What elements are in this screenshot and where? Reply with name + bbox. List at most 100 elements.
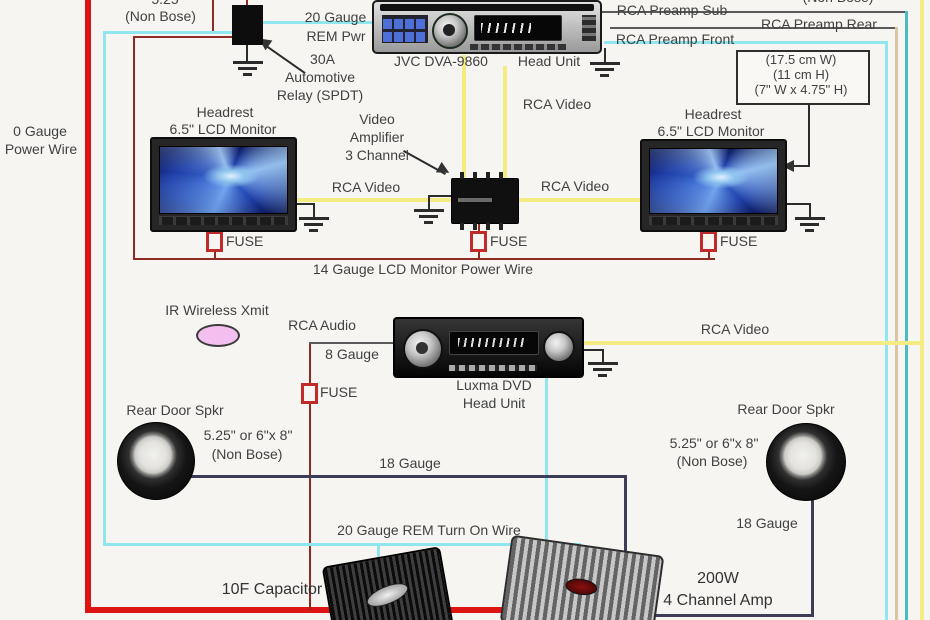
eight-gauge-wire-lower bbox=[309, 402, 311, 610]
videoamp-l3-label: 3 Channel bbox=[345, 147, 409, 163]
zero-gauge-l2-label: Power Wire bbox=[4, 141, 78, 157]
right-monitor-ground-icon bbox=[795, 217, 825, 220]
preamp-rear-wire-h bbox=[610, 27, 897, 29]
rem-gauge-label: 20 Gauge bbox=[304, 9, 367, 25]
luxma-l2-label: Head Unit bbox=[462, 395, 526, 411]
cut-top-right-label: (Non Bose) bbox=[768, 0, 908, 5]
relay-ground-bar3 bbox=[243, 73, 252, 76]
headunit-ground-bar3 bbox=[600, 74, 609, 77]
rem-wire-relay-left bbox=[103, 31, 233, 34]
jvc-head-unit bbox=[372, 0, 602, 54]
rca-audio-wire bbox=[309, 342, 395, 344]
monitor-left-l2-label: 6.5" LCD Monitor bbox=[169, 121, 277, 137]
automotive-relay bbox=[232, 5, 263, 45]
rca-video-luxma bbox=[578, 341, 923, 345]
monitor-controls-left bbox=[159, 216, 288, 225]
headunit-ground-stem bbox=[604, 48, 606, 62]
lcd-monitor-left bbox=[150, 137, 297, 232]
volume-knob bbox=[432, 13, 468, 49]
jvc-unit-label: Head Unit bbox=[517, 53, 581, 69]
lm-ground-bar3 bbox=[309, 229, 318, 232]
luxma-ground-stem bbox=[602, 349, 604, 362]
luxma-right-knob bbox=[543, 331, 575, 363]
amp-pins-bottom bbox=[460, 223, 506, 230]
preamp-sub-wire-h bbox=[600, 11, 907, 13]
rem-wire-left-vertical bbox=[103, 31, 106, 546]
fuse3-stub-bottom bbox=[708, 251, 710, 259]
fuse1-label: FUSE bbox=[226, 233, 264, 249]
luxma-l1-label: Luxma DVD bbox=[456, 377, 532, 393]
lm-ground-bar2 bbox=[304, 223, 323, 226]
lcd-monitor-right bbox=[640, 139, 787, 232]
rca-video-right-monitor bbox=[517, 198, 641, 202]
speaker-wire-left-h bbox=[191, 475, 626, 478]
fuse-luxma-icon bbox=[301, 383, 318, 404]
rem-pwr-label: REM Pwr bbox=[306, 28, 366, 44]
preamp-front-label: RCA Preamp Front bbox=[615, 31, 735, 47]
relay-top-stub bbox=[246, 0, 248, 7]
rca-video-right-label: RCA Video bbox=[700, 321, 770, 337]
rca-video-head-label: RCA Video bbox=[522, 96, 592, 112]
monitor-dimensions-box bbox=[736, 50, 870, 105]
spkr-left-note-label: (Non Bose) bbox=[211, 446, 283, 462]
speaker-wire-right-v bbox=[811, 496, 814, 617]
spkr-left-name-label: Rear Door Spkr bbox=[126, 402, 224, 418]
lcd-power-label: 14 Gauge LCD Monitor Power Wire bbox=[312, 261, 534, 277]
luxma-ground-wire bbox=[580, 349, 604, 351]
relay-amps-label: 30A bbox=[310, 51, 335, 67]
lx-ground-bar3 bbox=[598, 374, 607, 377]
relay-type1-label: Automotive bbox=[284, 69, 356, 85]
relay-ground-icon bbox=[233, 61, 263, 64]
ir-xmit-label: IR Wireless Xmit bbox=[165, 302, 269, 318]
headunit-ground-icon bbox=[590, 62, 620, 65]
videoamp-ground-stem bbox=[428, 195, 430, 209]
knob-center bbox=[443, 24, 455, 36]
rca-audio-label: RCA Audio bbox=[288, 317, 356, 333]
bottom-buttons bbox=[470, 44, 566, 50]
monitor-controls-right bbox=[649, 216, 778, 225]
rca-video-left-label: RCA Video bbox=[331, 179, 401, 195]
rear-door-speaker-right bbox=[766, 423, 846, 501]
amp-pins-top bbox=[460, 172, 506, 179]
lcd-screen-left bbox=[159, 146, 288, 214]
speaker-wire-bottom bbox=[530, 614, 814, 617]
four-channel-amp-image bbox=[499, 534, 665, 620]
display-glyphs bbox=[481, 23, 531, 33]
cut-speaker-size-label: 5.25 bbox=[135, 0, 195, 7]
videoamp-l1-label: Video bbox=[359, 111, 395, 127]
eight-gauge-wire-upper bbox=[309, 343, 311, 384]
luxma-head-unit bbox=[393, 317, 584, 378]
preamp-sub-label: RCA Preamp Sub bbox=[616, 2, 728, 18]
ir-transmitter bbox=[196, 324, 240, 347]
lx-ground-bar2 bbox=[593, 368, 612, 371]
va-ground-bar2 bbox=[419, 215, 438, 218]
luxma-display bbox=[449, 331, 539, 355]
fuse2-label: FUSE bbox=[490, 233, 528, 249]
va-ground-bar3 bbox=[424, 221, 433, 224]
g18-left-label: 18 Gauge bbox=[379, 455, 441, 471]
relay-ground-stem bbox=[246, 45, 248, 61]
monitor-right-l2-label: 6.5" LCD Monitor bbox=[657, 123, 765, 139]
preamp-rear-label: RCA Preamp Rear bbox=[761, 16, 877, 32]
videoamp-arrowhead-icon bbox=[435, 161, 453, 179]
video-amplifier bbox=[451, 172, 519, 230]
fuse3-label: FUSE bbox=[720, 233, 758, 249]
power-wire-0gauge-bottom bbox=[85, 607, 510, 613]
dim-line3-label: (7" W x 4.75" H) bbox=[754, 82, 848, 97]
lcd-power-wire-left bbox=[133, 36, 135, 260]
button-grid bbox=[382, 15, 428, 43]
rca-video-headunit-2 bbox=[503, 66, 507, 179]
amp-l2-label: 4 Channel Amp bbox=[663, 592, 773, 609]
relay-type2-label: Relay (SPDT) bbox=[276, 87, 364, 103]
spkr-right-note-label: (Non Bose) bbox=[676, 453, 748, 469]
side-buttons bbox=[582, 15, 596, 41]
rem-turn-on-wire bbox=[103, 543, 581, 546]
cd-slot bbox=[380, 4, 594, 11]
videoamp-ground-icon bbox=[414, 209, 444, 212]
spkr-right-name-label: Rear Door Spkr bbox=[737, 401, 835, 417]
monitor-right-l1-label: Headrest bbox=[684, 106, 742, 122]
left-monitor-ground-stem bbox=[313, 203, 315, 217]
rem-turn-on-label: 20 Gauge REM Turn On Wire bbox=[337, 522, 521, 538]
rca-video-left-monitor bbox=[295, 198, 453, 202]
